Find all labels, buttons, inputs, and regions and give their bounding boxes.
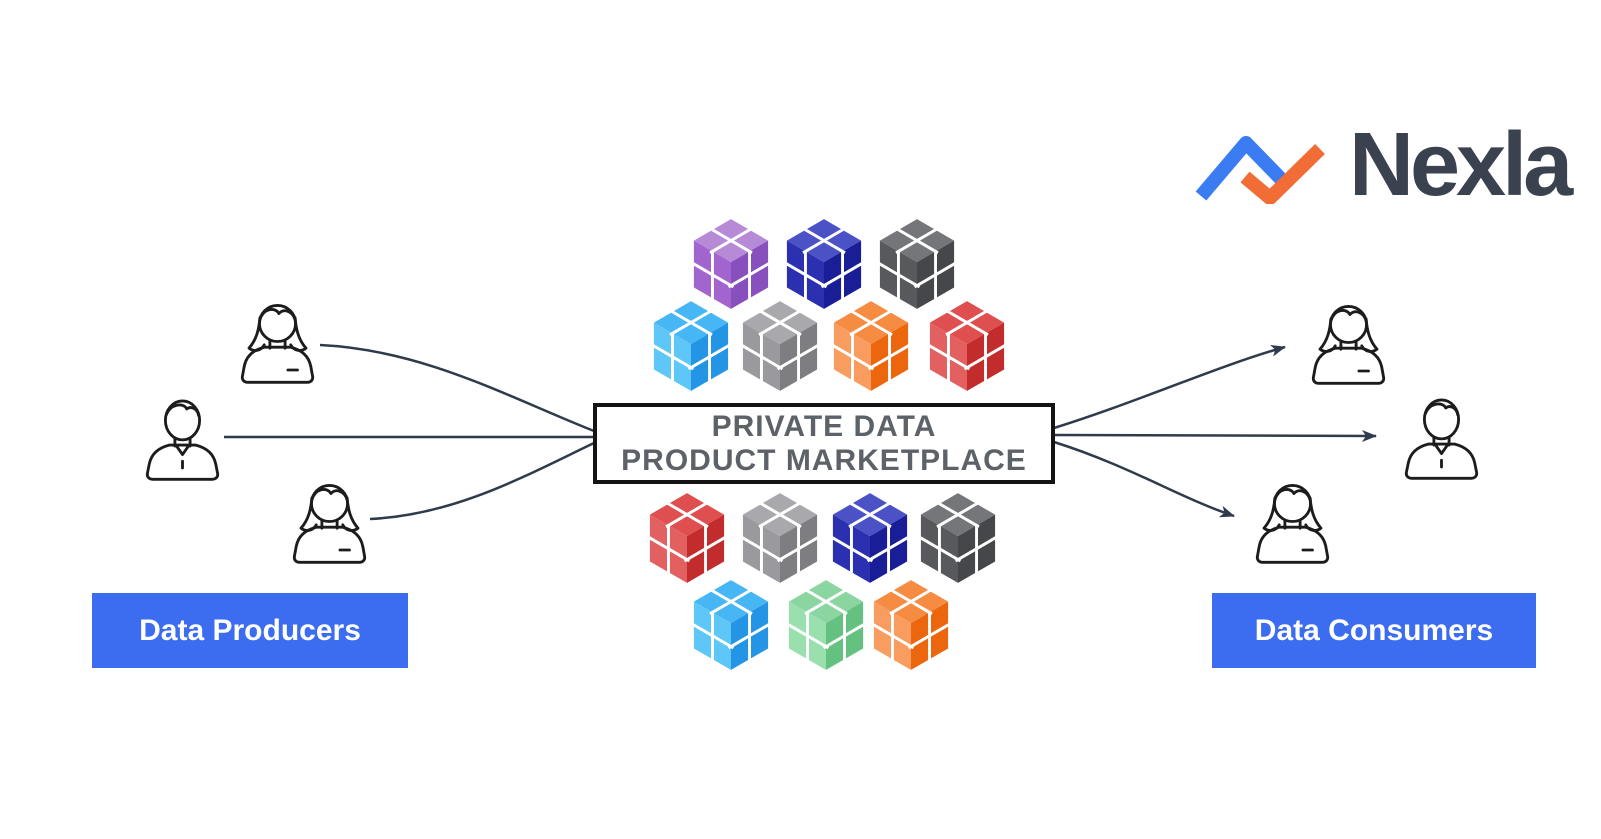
data-product-cube-icon xyxy=(646,493,728,583)
data-product-cube-icon xyxy=(690,580,772,670)
consumer-woman-avatar-icon xyxy=(1301,295,1396,390)
data-product-cube-icon xyxy=(650,301,732,391)
data-consumers-label: Data Consumers xyxy=(1212,593,1536,668)
nexla-logo-icon xyxy=(1195,136,1325,204)
producer-connector-line xyxy=(369,441,595,521)
marketplace-box: PRIVATE DATA PRODUCT MARKETPLACE xyxy=(593,403,1055,484)
data-product-cube-icon xyxy=(739,301,821,391)
producer-woman-avatar-icon xyxy=(282,474,377,569)
consumer-arrow-line xyxy=(1053,344,1286,430)
consumer-arrow-line xyxy=(1053,440,1235,518)
producer-connector-line xyxy=(319,343,595,433)
data-product-cube-icon xyxy=(785,580,867,670)
data-product-cube-icon xyxy=(926,301,1008,391)
consumer-man-avatar-icon xyxy=(1394,389,1489,484)
marketplace-box-line1: PRIVATE DATA xyxy=(711,409,937,443)
producer-man-avatar-icon xyxy=(135,390,230,485)
data-product-cube-icon xyxy=(739,493,821,583)
data-product-cube-icon xyxy=(870,580,952,670)
nexla-logo-text: Nexla xyxy=(1349,115,1573,215)
data-product-cube-icon xyxy=(783,219,865,309)
consumer-arrow-line xyxy=(1053,429,1377,442)
data-product-cube-icon xyxy=(917,493,999,583)
producer-woman-avatar-icon xyxy=(230,294,325,389)
data-product-cube-icon xyxy=(876,219,958,309)
data-producers-label: Data Producers xyxy=(92,593,408,668)
marketplace-box-line2: PRODUCT MARKETPLACE xyxy=(621,443,1027,477)
data-product-cube-icon xyxy=(830,301,912,391)
data-product-cube-icon xyxy=(829,493,911,583)
data-product-cube-icon xyxy=(690,219,772,309)
consumer-woman-avatar-icon xyxy=(1245,474,1340,569)
nexla-logo: Nexla xyxy=(1193,115,1573,215)
